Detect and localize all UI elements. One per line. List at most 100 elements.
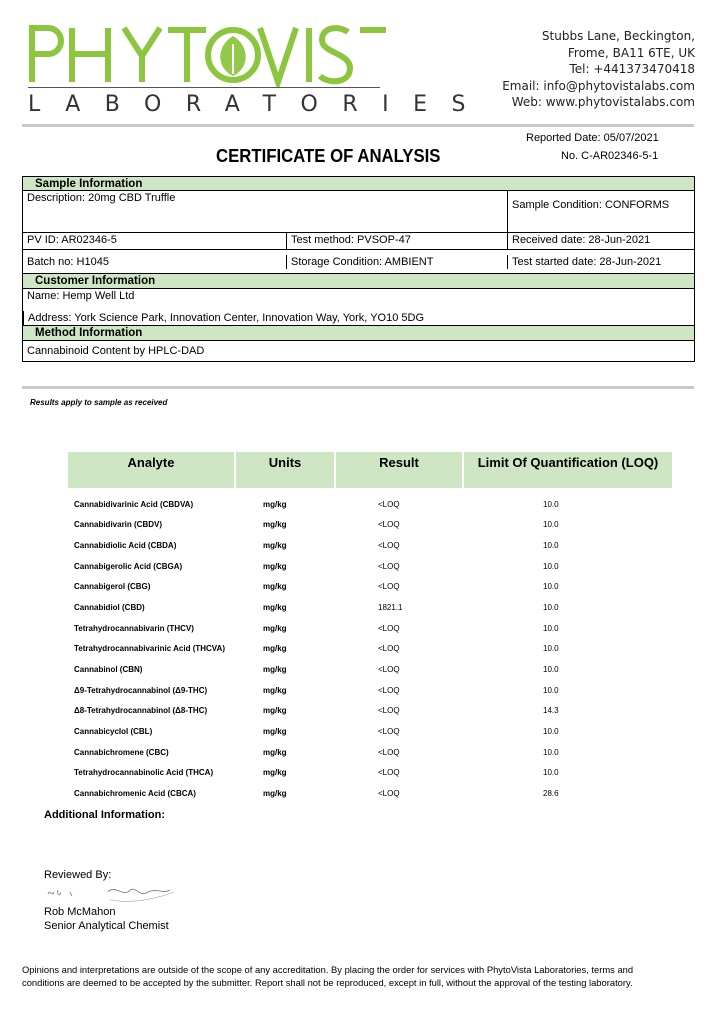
table-row: Tetrahydrocannabivarinic Acid (THCVA) mg/…	[68, 638, 672, 659]
method-info-heading: Method Information	[22, 326, 695, 341]
header-loq: Limit Of Quantification (LOQ)	[462, 452, 672, 488]
test-method: Test method: PVSOP-47	[286, 233, 507, 249]
analyte-cell: Cannabigerol (CBG)	[74, 582, 151, 592]
analyte-cell: Cannabichromene (CBC)	[74, 747, 169, 757]
customer-info: Name: Hemp Well Ltd Address: York Scienc…	[22, 289, 695, 326]
loq-cell: 10.0	[543, 664, 559, 674]
analyte-cell: Cannabidiol (CBD)	[74, 603, 145, 613]
loq-cell: 10.0	[543, 768, 559, 778]
table-header: Analyte Units Result Limit Of Quantifica…	[68, 452, 672, 488]
analyte-cell: Cannabidivarin (CBDV)	[74, 520, 163, 530]
result-cell: <LOQ	[378, 561, 400, 571]
sample-description: Description: 20mg CBD Truffle	[27, 192, 176, 204]
reviewer-role: Senior Analytical Chemist	[44, 920, 169, 932]
sample-info-heading: Sample Information	[22, 176, 695, 191]
table-body: Cannabidivarinic Acid (CBDVA) mg/kg <LOQ 10…	[68, 488, 672, 804]
section-divider	[22, 386, 694, 389]
logo-divider	[28, 87, 380, 88]
units-cell: mg/kg	[263, 561, 287, 571]
reviewer-name: Rob McMahon	[44, 906, 116, 918]
units-cell: mg/kg	[263, 644, 287, 654]
units-cell: mg/kg	[263, 706, 287, 716]
logo-wordmark	[29, 25, 386, 88]
loq-cell: 10.0	[543, 541, 559, 551]
additional-info-label: Additional Information:	[44, 809, 165, 821]
loq-cell: 14.3	[543, 706, 559, 716]
footer-disclaimer: Opinions and interpretations are outside…	[22, 964, 634, 988]
result-cell: <LOQ	[378, 582, 400, 592]
analyte-cell: Cannabidivarinic Acid (CBDVA)	[74, 499, 194, 509]
pv-id: PV ID: AR02346-5	[27, 234, 117, 246]
header-result: Result	[334, 452, 462, 488]
analyte-cell: Δ8-Tetrahydrocannabinol (Δ8-THC)	[74, 706, 208, 716]
table-row: Cannabigerolic Acid (CBGA) mg/kg <LOQ 10.0	[68, 556, 672, 577]
customer-info-heading: Customer Information	[22, 274, 695, 289]
info-box: Sample Information Description: 20mg CBD…	[22, 176, 695, 362]
reviewed-by-label: Reviewed By:	[44, 869, 112, 881]
loq-cell: 10.0	[543, 644, 559, 654]
header-analyte: Analyte	[127, 455, 175, 470]
result-cell: <LOQ	[378, 664, 400, 674]
result-cell: <LOQ	[378, 520, 400, 530]
received-date: Received date: 28-Jun-2021	[507, 233, 694, 249]
analyte-cell: Cannabidiolic Acid (CBDA)	[74, 541, 177, 551]
table-row: Cannabinol (CBN) mg/kg <LOQ 10.0	[68, 659, 672, 680]
table-row: Δ9-Tetrahydrocannabinol (Δ9-THC) mg/kg <LO…	[68, 680, 672, 701]
company-logo: LABORATORIES	[26, 18, 490, 128]
header-units: Units	[234, 452, 334, 488]
sample-condition: Sample Condition: CONFORMS	[507, 191, 694, 232]
loq-cell: 10.0	[543, 603, 559, 613]
units-cell: mg/kg	[263, 685, 287, 695]
result-cell: <LOQ	[378, 644, 400, 654]
result-cell: <LOQ	[378, 747, 400, 757]
analyte-cell: Cannabichromenic Acid (CBCA)	[74, 788, 196, 798]
table-row: Δ8-Tetrahydrocannabinol (Δ8-THC) mg/kg <LO…	[68, 700, 672, 721]
result-cell: <LOQ	[378, 706, 400, 716]
analyte-cell: Tetrahydrocannabivarin (THCV)	[74, 623, 194, 633]
reported-date: Reported Date: 05/07/2021	[526, 132, 659, 144]
analyte-cell: Cannabinol (CBN)	[74, 664, 143, 674]
signature-image	[47, 888, 175, 902]
table-row: Tetrahydrocannabinolic Acid (THCA)mg/kg<…	[68, 762, 672, 783]
analyte-cell: Δ9-Tetrahydrocannabinol (Δ9-THC)	[74, 685, 208, 695]
units-cell: mg/kg	[263, 520, 287, 530]
units-cell: mg/kg	[263, 664, 287, 674]
document-title: CERTIFICATE OF ANALYSIS	[216, 146, 441, 166]
phone-line: Tel: +441373470418	[569, 62, 695, 76]
certificate-number: No. C-AR02346-5-1	[561, 150, 659, 162]
result-cell: <LOQ	[378, 788, 400, 798]
loq-cell: 10.0	[543, 747, 559, 757]
analyte-cell: Cannabigerolic Acid (CBGA)	[74, 561, 183, 571]
company-address: Stubbs Lane, Beckington, Frome, BA11 6TE…	[502, 28, 695, 111]
batch-number: Batch no: H1045	[27, 255, 109, 268]
units-cell: mg/kg	[263, 499, 287, 509]
units-cell: mg/kg	[263, 747, 287, 757]
sample-description-row: Description: 20mg CBD Truffle Sample Con…	[22, 191, 695, 233]
loq-cell: 10.0	[543, 520, 559, 530]
web-line: Web: www.phytovistalabs.com	[511, 95, 695, 109]
result-cell: <LOQ	[378, 768, 400, 778]
units-cell: mg/kg	[263, 603, 287, 613]
sample-batch-row: Batch no: H1045 Storage Condition: AMBIE…	[22, 250, 695, 274]
loq-cell: 10.0	[543, 582, 559, 592]
table-row: Cannabichromene (CBC) mg/kg <LOQ 10.0	[68, 742, 672, 763]
customer-address: Address: York Science Park, Innovation C…	[23, 311, 694, 325]
loq-cell: 10.0	[543, 561, 559, 571]
results-note: Results apply to sample as received	[30, 398, 168, 407]
analyte-cell: Cannabicyclol (CBL)	[74, 726, 153, 736]
analyte-cell: Tetrahydrocannabivarinic Acid (THCVA)	[74, 644, 225, 654]
sample-id-row: PV ID: AR02346-5 Test method: PVSOP-47 R…	[22, 233, 695, 250]
analyte-cell: Tetrahydrocannabinolic Acid (THCA)	[74, 768, 214, 778]
loq-cell: 10.0	[543, 499, 559, 509]
units-cell: mg/kg	[263, 788, 287, 798]
address-line: Frome, BA11 6TE, UK	[567, 45, 695, 60]
result-cell: <LOQ	[378, 685, 400, 695]
customer-name: Name: Hemp Well Ltd	[27, 290, 135, 302]
loq-cell: 28.6	[543, 788, 559, 798]
test-started-date: Test started date: 28-Jun-2021	[507, 254, 694, 269]
logo-subtitle: LABORATORIES	[28, 92, 490, 117]
